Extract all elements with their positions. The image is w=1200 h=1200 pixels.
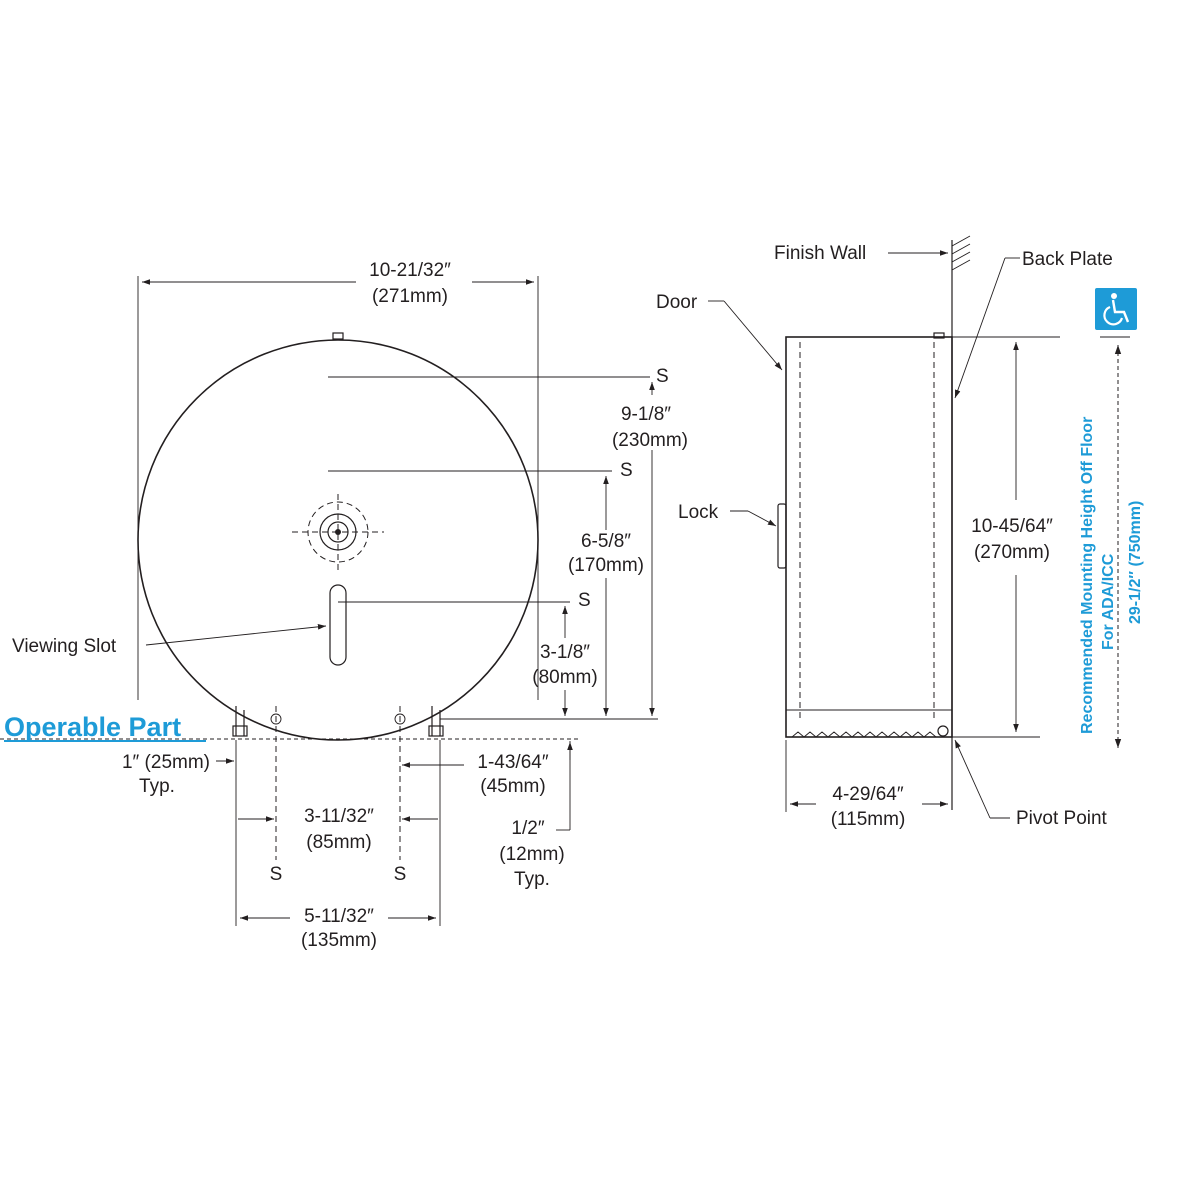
width-metric: (271mm) [372, 286, 448, 307]
dispenser-side-body [785, 336, 953, 738]
lock-leader [747, 510, 777, 527]
dim-3-11-32-metric: (85mm) [306, 832, 371, 853]
lock-body [777, 503, 787, 569]
wall-hatch [951, 235, 971, 271]
door-label: Door [656, 292, 698, 313]
dim-3-11-32-imperial: 3-11/32″ [304, 806, 374, 827]
screw-marker-4: S [270, 864, 283, 885]
screw-marker-1: S [656, 366, 669, 387]
dim-1-2-metric: (12mm) [499, 844, 564, 865]
back-plate-label: Back Plate [1022, 249, 1113, 270]
operable-part-label: Operable Part [4, 712, 181, 742]
screw-marker-2: S [620, 460, 633, 481]
door-leader [723, 300, 783, 371]
dim-1-imperial: 1″ (25mm) [122, 752, 210, 773]
dim-1-43-64-metric: (45mm) [480, 776, 545, 797]
viewing-slot-label: Viewing Slot [12, 636, 117, 657]
top-latch [332, 332, 344, 340]
height-metric: (270mm) [974, 542, 1050, 563]
mounting-brackets [232, 706, 444, 860]
serrated-edge [791, 731, 937, 738]
viewing-slot [329, 584, 347, 666]
dim-5-11-32-metric: (135mm) [301, 930, 377, 951]
dim-3-1-8-imperial: 3-1/8″ [540, 642, 590, 663]
depth-imperial: 4-29/64″ [832, 784, 903, 805]
dim-9-1-8-metric: (230mm) [612, 430, 688, 451]
dim-1-2-note: Typ. [514, 869, 550, 890]
front-view: 10-21/32″ (271mm) S S S 9-1/8″ (230mm) 6… [0, 260, 688, 951]
height-imperial: 10-45/64″ [971, 516, 1053, 537]
depth-metric: (115mm) [831, 809, 906, 830]
dim-5-11-32-imperial: 5-11/32″ [304, 906, 374, 927]
dim-1-43-64-imperial: 1-43/64″ [477, 752, 548, 773]
dim-3-1-8-metric: (80mm) [532, 667, 597, 688]
dim-9-1-8-imperial: 9-1/8″ [621, 404, 671, 425]
lock-label: Lock [678, 502, 719, 523]
mounting-text-line2: For ADA/ICC [1100, 553, 1117, 650]
side-view: Finish Wall Back Plate Door Lock 10-45/6… [656, 235, 1144, 832]
screw-marker-3: S [578, 590, 591, 611]
viewing-slot-leader [145, 624, 327, 646]
center-hub [292, 494, 384, 570]
width-imperial: 10-21/32″ [369, 260, 451, 281]
pivot-point-label: Pivot Point [1016, 808, 1108, 829]
screw-marker-5: S [394, 864, 407, 885]
pivot-circle [937, 725, 949, 737]
wheelchair-icon [1095, 288, 1137, 330]
back-plate-leader [954, 257, 1006, 399]
dim-6-5-8-metric: (170mm) [568, 555, 644, 576]
dim-1-note: Typ. [139, 776, 175, 797]
mounting-text-line1: Recommended Mounting Height Off Floor [1079, 417, 1096, 734]
finish-wall-label: Finish Wall [774, 243, 866, 264]
dim-1-2-imperial: 1/2″ [511, 818, 544, 839]
dim-6-5-8-imperial: 6-5/8″ [581, 531, 631, 552]
mounting-text-line3: 29-1/2″ (750mm) [1127, 501, 1144, 624]
